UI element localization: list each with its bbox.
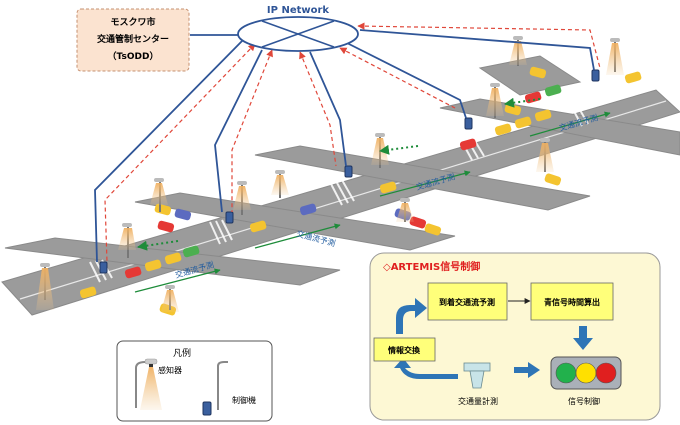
controller-icon (202, 361, 228, 416)
sensor-pole (536, 138, 554, 172)
car (182, 245, 200, 258)
ip-network: IP Network (237, 5, 359, 52)
artemis-panel: ◇ARTEMIS信号制御 到着交通流予測 青信号時間算出 信号制御 交通量計測 (369, 252, 661, 421)
car (424, 223, 442, 236)
arrow-down (573, 326, 593, 350)
box-green-timing (530, 282, 614, 321)
flow-arrows (134, 97, 611, 293)
network-links (94, 22, 601, 263)
sensor-pole (371, 133, 389, 168)
controllers (99, 69, 600, 274)
controller-box (464, 117, 473, 130)
legend-sensor-label: 感知器 (158, 365, 182, 375)
sensor-pole (36, 263, 54, 310)
cross-road-3 (254, 145, 591, 211)
car (544, 173, 562, 186)
label-traffic-measurement: 交通量計測 (458, 396, 498, 406)
box-arrival-prediction-label: 到着交通流予測 (439, 297, 495, 307)
sensor-pole (271, 170, 289, 198)
car (379, 181, 397, 194)
sensor-pole (118, 223, 136, 258)
car (154, 203, 172, 216)
sensor-pole (161, 285, 179, 312)
legend-controller-label: 制御機 (232, 395, 256, 405)
car (624, 71, 642, 84)
car (124, 266, 142, 279)
car (514, 116, 532, 129)
car (174, 208, 192, 221)
sensor-pole (486, 83, 504, 118)
center-title-line1: モスクワ市 (110, 16, 155, 28)
sensor-icon (135, 358, 162, 410)
box-info-exchange-label: 情報交換 (387, 345, 421, 355)
car (494, 123, 512, 136)
controller-box (591, 69, 600, 82)
car (459, 138, 477, 151)
control-center: モスクワ市 交通管制センター （TsODD） (76, 8, 190, 72)
car (409, 216, 427, 229)
sensor-pole (509, 36, 527, 66)
traffic-sensor-icon (463, 362, 491, 389)
box-green-timing-label: 青信号時間算出 (544, 297, 600, 307)
box-arrival-prediction (427, 282, 508, 321)
ip-network-label: IP Network (267, 5, 330, 16)
controller-box (225, 211, 234, 224)
car (157, 220, 175, 233)
legend: 凡例 感知器 制御機 (116, 340, 273, 422)
legend-title: 凡例 (173, 347, 191, 359)
arrow-curve-left (394, 358, 458, 379)
box-info-exchange (373, 337, 436, 362)
center-title-line2: 交通管制センター (97, 33, 169, 45)
car (164, 252, 182, 265)
arrow-left-1 (514, 362, 540, 378)
controller-box (99, 261, 108, 274)
sensor-pole (396, 198, 414, 222)
sensor-pole (606, 38, 624, 75)
sensor-pole (233, 181, 251, 215)
car (544, 84, 562, 97)
label-signal-control: 信号制御 (568, 396, 600, 406)
car (249, 220, 267, 233)
car (299, 203, 317, 216)
car (79, 286, 97, 299)
arrow-curve-up (396, 298, 427, 334)
car (529, 66, 547, 79)
car (144, 259, 162, 272)
artemis-title: ◇ARTEMIS信号制御 (383, 260, 480, 273)
traffic-signal-icon (550, 356, 622, 390)
center-title-line3: （TsODD） (108, 51, 159, 62)
controller-box (344, 165, 353, 178)
car (534, 109, 552, 122)
sensor-pole (150, 178, 168, 212)
